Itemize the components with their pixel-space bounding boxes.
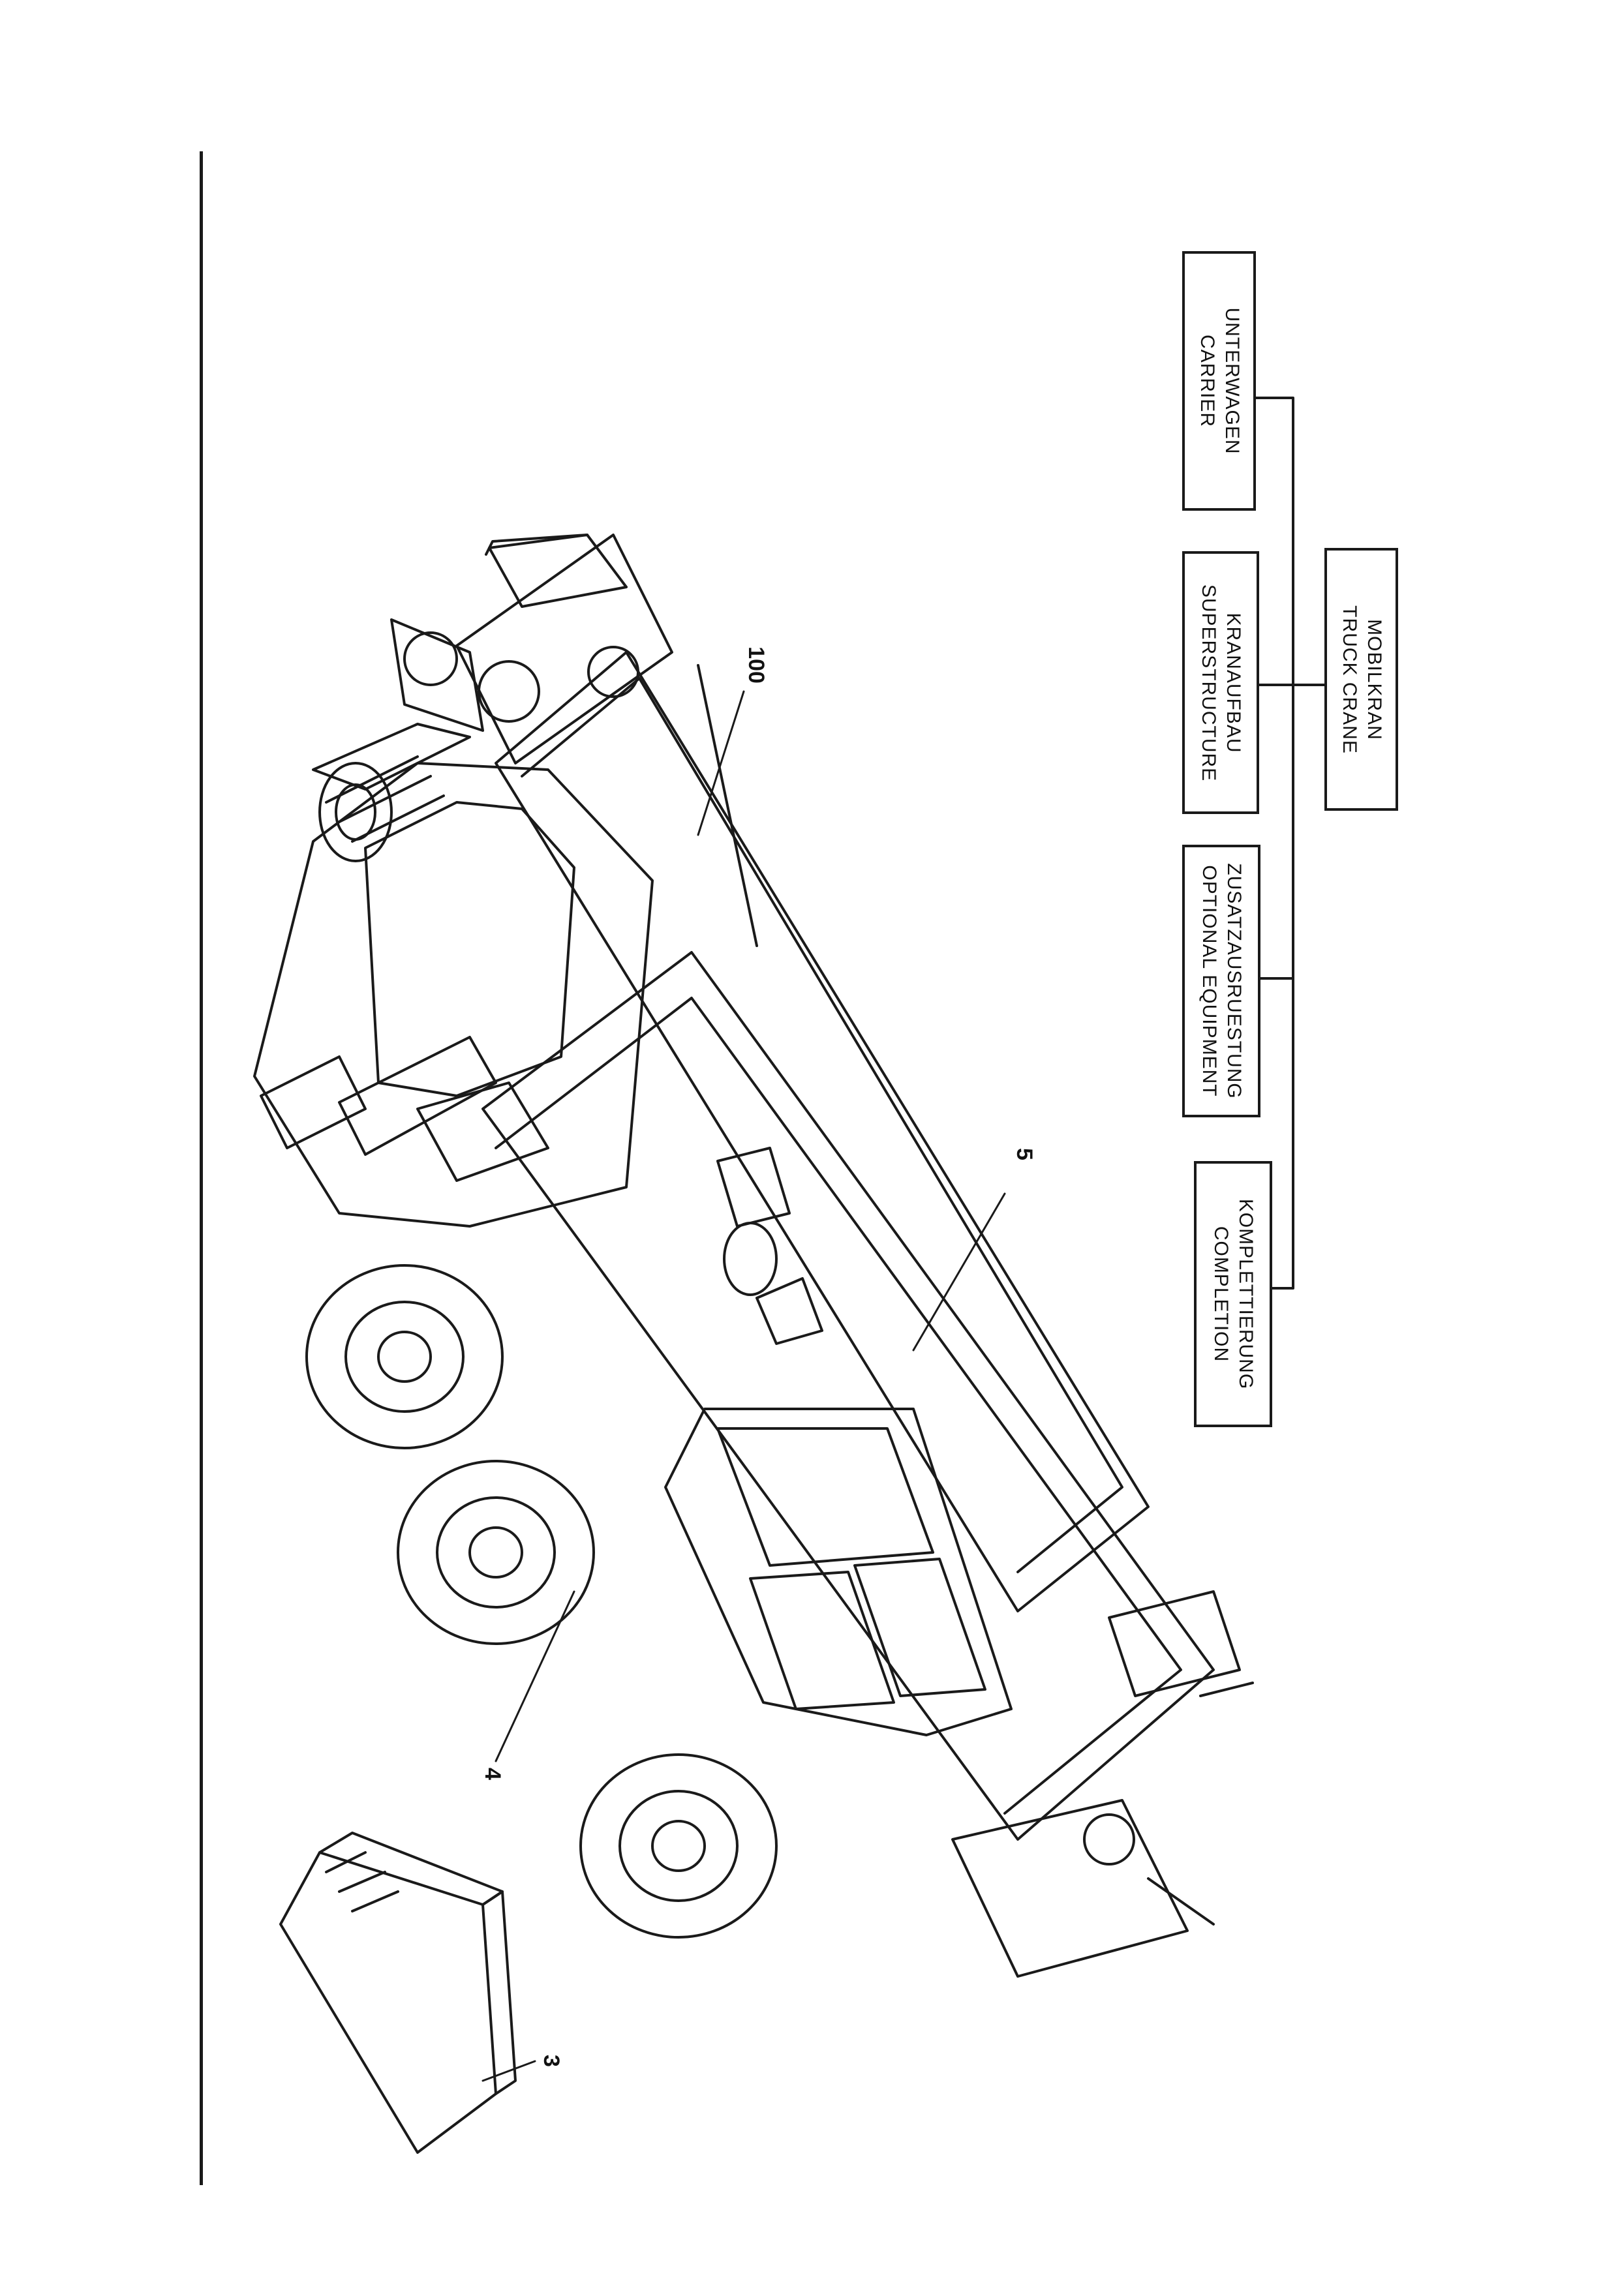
tree-box-completion: KOMPLETTIERUNG COMPLETION [1194,1161,1272,1427]
hook-block [716,1147,823,1345]
tree-optional-line2: OPTIONAL EQUIPMENT [1198,865,1220,1097]
tree-optional-line1: ZUSATZAUSRUESTUNG [1223,863,1245,1099]
tree-completion-line1: KOMPLETTIERUNG [1235,1198,1257,1390]
carrier-chassis [260,951,1215,1841]
driver-cab [253,723,654,1228]
tree-root-line2: TRUCK CRANE [1338,605,1360,754]
accessory-box [279,1832,517,2154]
tree-carrier-line1: UNTERWAGEN [1221,307,1243,455]
callout-5: 5 [1011,1148,1037,1160]
tree-root-line1: MOBILKRAN [1363,618,1385,740]
tree-superstructure-line1: KRANAUFBAU [1223,612,1244,753]
boom-head-sheaves [390,618,639,732]
tree-completion-line2: COMPLETION [1210,1226,1232,1363]
tree-box-truck-crane: MOBILKRAN TRUCK CRANE [1324,548,1398,811]
callout-leaders [481,690,1006,2082]
tree-box-carrier: UNTERWAGEN CARRIER [1182,251,1256,511]
tree-connectors [1248,397,1326,1290]
front-winch [318,762,393,862]
crane-operator-cab [664,1408,1013,1736]
tree-superstructure-line2: SUPERSTRUCTURE [1198,584,1219,781]
tree-box-superstructure: KRANAUFBAU SUPERSTRUCTURE [1182,551,1259,814]
callout-3: 3 [538,2055,564,2067]
rear-section [951,1590,1254,1978]
telescopic-boom [455,534,1150,1612]
tree-carrier-line2: CARRIER [1196,334,1218,428]
callout-100: 100 [743,646,769,684]
left-margin-rule [200,151,203,2185]
wheels [305,1264,778,1939]
callout-4: 4 [480,1768,505,1780]
tree-box-optional-equipment: ZUSATZAUSRUESTUNG OPTIONAL EQUIPMENT [1182,845,1260,1117]
